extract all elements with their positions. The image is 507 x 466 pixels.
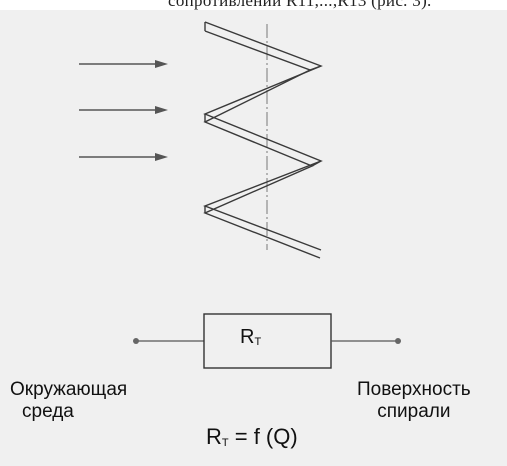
resistor-box <box>203 313 332 369</box>
heat-flow-arrow <box>79 106 168 114</box>
environment-label: Окружающая среда <box>10 379 127 423</box>
cut-off-text-strip: сопротивлении R11,...,R13 (рис. 3). <box>0 0 507 10</box>
environment-label-line2: среда <box>22 401 74 422</box>
right-terminal <box>395 338 401 344</box>
resistor-symbol: R <box>240 326 255 348</box>
spiral-coil <box>203 21 323 259</box>
spiral-surface-label-line1: Поверхность <box>357 379 471 400</box>
formula-rhs: = f (Q) <box>228 424 298 449</box>
formula-symbol: R <box>206 424 222 449</box>
heat-flow-arrow <box>79 60 168 68</box>
left-terminal <box>133 338 139 344</box>
resistor-subscript: T <box>254 336 262 348</box>
resistor-label: RT <box>240 326 261 349</box>
heat-flow-arrows <box>79 60 168 161</box>
resistance-formula: RT = f (Q) <box>206 424 298 450</box>
environment-label-line1: Окружающая <box>10 379 128 400</box>
spiral-surface-label-line2: спирали <box>377 401 451 422</box>
cut-off-caption: сопротивлении R11,...,R13 (рис. 3). <box>168 0 432 10</box>
spiral-surface-label: Поверхность спирали <box>357 379 471 423</box>
formula-subscript: T <box>221 437 229 449</box>
heat-flow-arrow <box>79 153 168 161</box>
thermal-resistance-circuit <box>133 313 401 369</box>
